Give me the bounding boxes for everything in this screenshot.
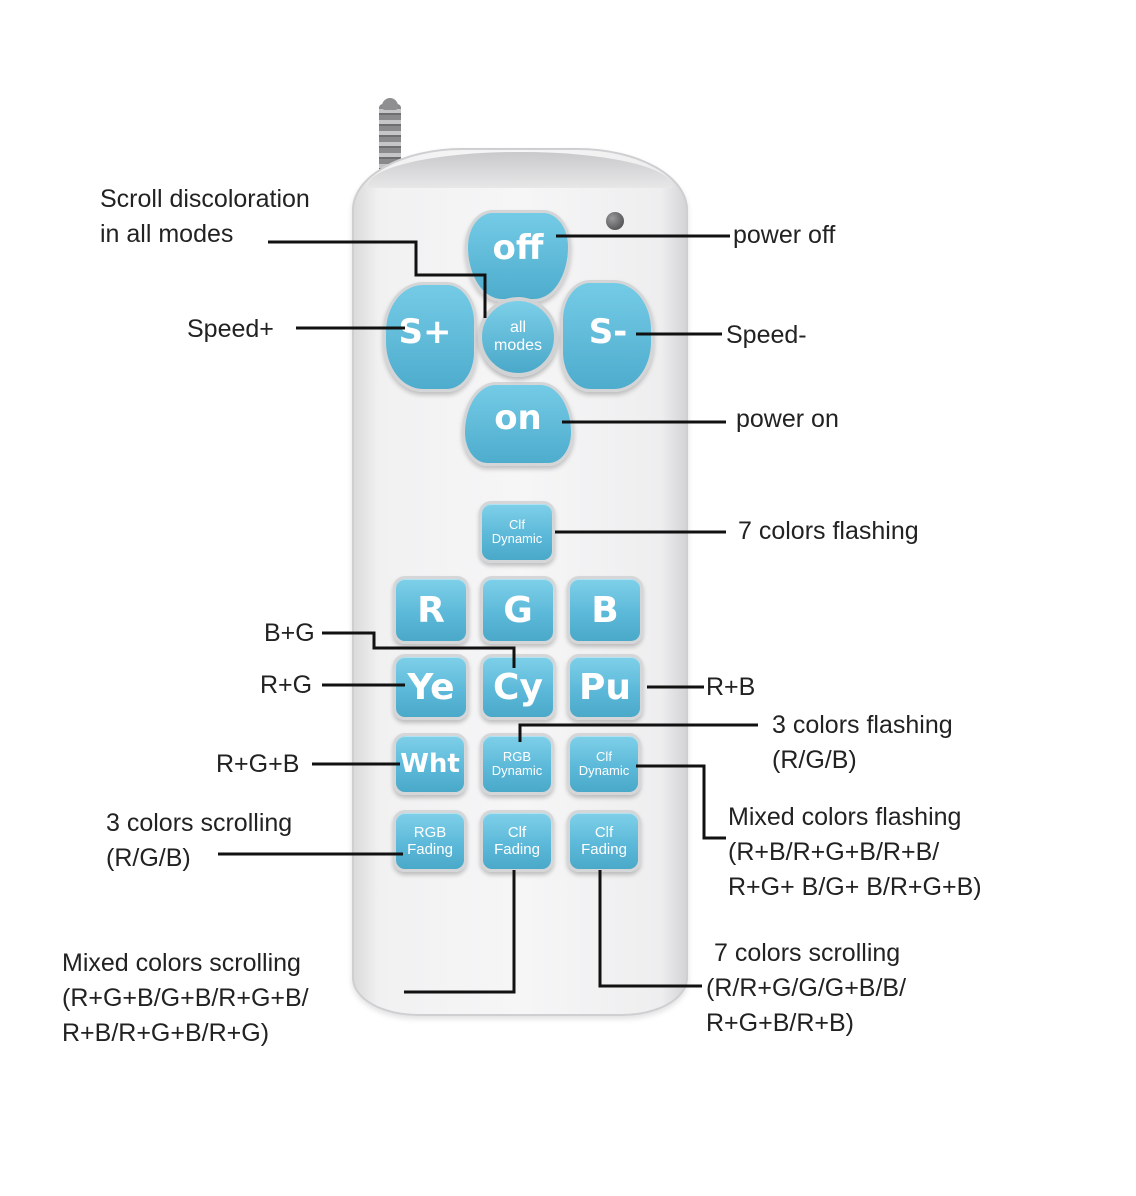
label-mixed-colors-flashing-line2: (R+B/R+G+B/R+B/ <box>728 838 940 866</box>
red-button[interactable]: R <box>393 576 469 644</box>
label-r-plus-b: R+B <box>706 673 756 701</box>
label-b-plus-g: B+G <box>264 619 315 647</box>
label-three-colors-scrolling-line1: 3 colors scrolling <box>106 809 293 837</box>
label-seven-colors-scrolling-line3: R+G+B/R+B) <box>706 1009 854 1037</box>
line-seven-colors-scrolling <box>598 870 702 988</box>
clf-dynamic-top-line2: Dynamic <box>491 531 543 546</box>
label-three-colors-flashing: 3 colors flashing (R/G/B) <box>772 708 953 778</box>
label-scroll-discoloration-line2: in all modes <box>100 220 234 248</box>
clf-fading-2-line1: Clf <box>594 824 614 841</box>
label-three-colors-scrolling-line2: (R/G/B) <box>106 844 191 872</box>
purple-button[interactable]: Pu <box>567 654 643 720</box>
speed-plus-button[interactable] <box>383 282 477 392</box>
antenna <box>379 104 401 174</box>
blue-button[interactable]: B <box>567 576 643 644</box>
label-three-colors-scrolling: 3 colors scrolling (R/G/B) <box>106 806 292 876</box>
label-mixed-colors-flashing: Mixed colors flashing (R+B/R+G+B/R+B/ R+… <box>728 800 982 905</box>
white-button[interactable]: Wht <box>393 733 467 795</box>
line-b-plus-g <box>322 631 516 668</box>
label-r-g-b: R+G+B <box>216 750 300 778</box>
antenna-tip <box>382 98 398 110</box>
clf-fading-button-1[interactable]: Clf Fading <box>480 810 554 872</box>
line-scroll-discoloration <box>268 240 487 318</box>
all-modes-button[interactable]: all modes <box>478 297 558 377</box>
label-mixed-colors-flashing-line3: R+G+ B/G+ B/R+G+B) <box>728 873 982 901</box>
label-three-colors-flashing-line1: 3 colors flashing <box>772 711 953 739</box>
label-seven-colors-scrolling-line2: (R/R+G/G/G+B/B/ <box>706 974 907 1002</box>
rgb-dynamic-button[interactable]: RGB Dynamic <box>480 733 554 795</box>
off-button[interactable] <box>465 210 571 302</box>
label-mixed-colors-scrolling-line3: R+B/R+G+B/R+G) <box>62 1019 270 1047</box>
green-button[interactable]: G <box>480 576 556 644</box>
line-three-colors-flashing <box>518 723 758 742</box>
clf-fading-1-line2: Fading <box>494 841 540 858</box>
label-r-plus-g: R+G <box>260 671 313 699</box>
label-three-colors-flashing-line2: (R/G/B) <box>772 746 857 774</box>
yellow-button[interactable]: Ye <box>393 654 469 720</box>
rgb-dynamic-line2: Dynamic <box>491 763 543 778</box>
clf-fading-1-line1: Clf <box>507 824 527 841</box>
label-scroll-discoloration: Scroll discoloration in all modes <box>100 182 310 252</box>
label-speed-minus: Speed- <box>726 321 807 349</box>
on-button-label: on <box>494 398 542 438</box>
speed-plus-label: S+ <box>398 312 452 352</box>
label-scroll-discoloration-line1: Scroll discoloration <box>100 185 310 213</box>
label-seven-colors-scrolling-line1: 7 colors scrolling <box>714 939 901 967</box>
rgb-fading-line1: RGB <box>413 824 447 841</box>
label-mixed-colors-scrolling-line2: (R+G+B/G+B/R+G+B/ <box>62 984 309 1012</box>
line-mixed-colors-flashing <box>636 764 726 840</box>
on-button[interactable] <box>462 382 574 466</box>
line-mixed-colors-scrolling <box>404 870 516 994</box>
cyan-button[interactable]: Cy <box>480 654 556 720</box>
label-mixed-colors-flashing-line1: Mixed colors flashing <box>728 803 962 831</box>
indicator-led <box>606 212 624 230</box>
all-modes-line2: modes <box>493 337 543 354</box>
off-button-label: off <box>492 228 544 268</box>
clf-dynamic-top-button[interactable]: Clf Dynamic <box>479 501 555 563</box>
clf-dynamic-top-line1: Clf <box>509 517 525 532</box>
rgb-fading-button[interactable]: RGB Fading <box>393 810 467 872</box>
label-seven-colors-flashing: 7 colors flashing <box>738 517 919 545</box>
clf-dynamic-button[interactable]: Clf Dynamic <box>567 733 641 795</box>
clf-fading-2-line2: Fading <box>581 841 627 858</box>
label-seven-colors-scrolling: 7 colors scrolling (R/R+G/G/G+B/B/ R+G+B… <box>706 936 906 1041</box>
speed-minus-button[interactable] <box>560 280 654 392</box>
speed-minus-label: S- <box>588 312 628 352</box>
rgb-dynamic-line1: RGB <box>502 749 532 764</box>
rgb-fading-line2: Fading <box>407 841 453 858</box>
label-power-on: power on <box>736 405 839 433</box>
label-mixed-colors-scrolling-line1: Mixed colors scrolling <box>62 949 301 977</box>
clf-dynamic-line2: Dynamic <box>578 763 630 778</box>
all-modes-line1: all <box>509 319 526 336</box>
clf-fading-button-2[interactable]: Clf Fading <box>567 810 641 872</box>
label-mixed-colors-scrolling: Mixed colors scrolling (R+G+B/G+B/R+G+B/… <box>62 946 309 1051</box>
clf-dynamic-line1: Clf <box>596 749 612 764</box>
label-speed-plus: Speed+ <box>187 315 274 343</box>
label-power-off: power off <box>733 221 836 249</box>
